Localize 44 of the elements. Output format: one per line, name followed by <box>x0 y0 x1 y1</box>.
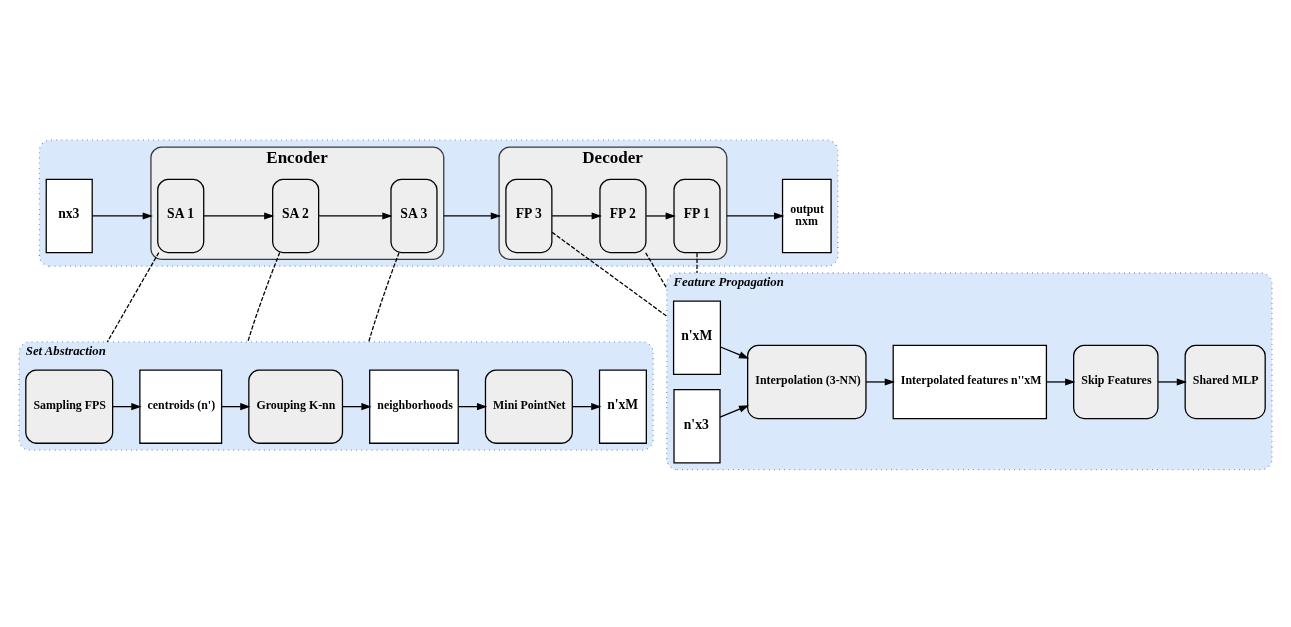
node-box: FP 1 <box>673 178 721 254</box>
node-box: FP 3 <box>505 178 553 254</box>
node-box: Shared MLP <box>1184 344 1266 420</box>
node-box: n'xM <box>672 300 722 375</box>
arrow <box>719 405 750 418</box>
connector <box>551 231 668 317</box>
node-box: nx3 <box>45 178 93 254</box>
connector <box>368 252 400 343</box>
node-box: SA 1 <box>157 178 205 254</box>
arrow <box>1045 378 1076 386</box>
node-box: Skip Features <box>1073 344 1159 420</box>
arrow <box>719 346 750 359</box>
node-box: neighborhoods <box>369 369 459 444</box>
node-box: n'x3 <box>673 389 721 464</box>
arrow <box>91 212 153 220</box>
node-box: n'xM <box>598 369 647 444</box>
arrow <box>865 378 895 386</box>
arrow <box>457 403 488 411</box>
connector <box>247 251 281 343</box>
node-box: Interpolation (3-NN) <box>747 344 867 420</box>
node-box: SA 3 <box>390 178 438 254</box>
node-box: centroids (n') <box>139 369 223 444</box>
arrow <box>726 212 785 220</box>
arrow <box>203 212 275 220</box>
node-box: Interpolated features n''xM <box>892 344 1048 420</box>
node-box: FP 2 <box>599 178 647 254</box>
node-box: Mini PointNet <box>484 369 573 444</box>
arrow <box>341 403 372 411</box>
connector <box>645 252 668 289</box>
node-box: SA 2 <box>272 178 320 254</box>
node-box: Sampling FPS <box>25 369 114 444</box>
connector <box>106 252 160 343</box>
arrow <box>221 403 251 411</box>
arrow <box>571 403 602 411</box>
arrow <box>443 212 502 220</box>
node-box: Grouping K-nn <box>248 369 344 444</box>
arrow <box>645 212 676 220</box>
arrow <box>1157 378 1187 386</box>
cluster <box>38 139 839 267</box>
node-box: output nxm <box>781 178 832 254</box>
arrow <box>112 403 142 411</box>
connector <box>696 252 698 274</box>
arrow <box>551 212 602 220</box>
arrow <box>318 212 393 220</box>
